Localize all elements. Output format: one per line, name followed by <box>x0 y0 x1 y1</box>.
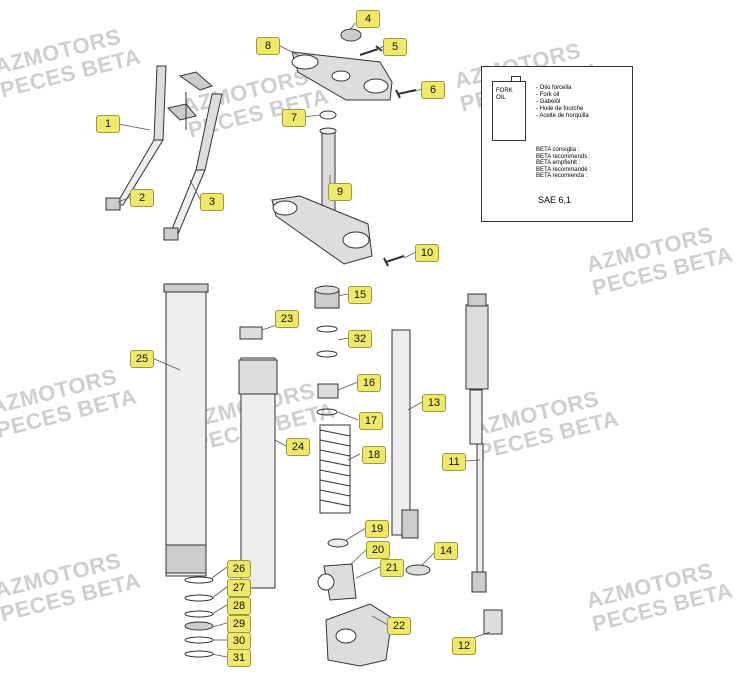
spring-icon <box>319 424 351 514</box>
oil-type-list: - Olio forcella - Fork oil - Gabelöl - H… <box>536 85 589 120</box>
recommendation-list: BETA consiglia : BETA recommends : BETA … <box>536 147 591 180</box>
bolt-icon <box>383 255 405 267</box>
callout-22[interactable]: 22 <box>387 617 411 635</box>
bushing-icon <box>239 326 263 340</box>
callout-3[interactable]: 3 <box>200 193 224 211</box>
fork-leg-small-icon <box>105 65 167 211</box>
callout-17[interactable]: 17 <box>359 412 383 430</box>
callout-7[interactable]: 7 <box>282 109 306 127</box>
callout-19[interactable]: 19 <box>365 520 389 538</box>
bolt-icon <box>395 89 417 99</box>
callout-15[interactable]: 15 <box>348 286 372 304</box>
leader-lines <box>112 22 491 658</box>
callout-30[interactable]: 30 <box>227 632 251 650</box>
callout-2[interactable]: 2 <box>130 189 154 207</box>
recommendation-line: BETA recommends : <box>536 153 591 160</box>
callout-31[interactable]: 31 <box>227 649 251 667</box>
callout-20[interactable]: 20 <box>366 541 390 559</box>
cap-icon <box>340 28 362 42</box>
callout-32[interactable]: 32 <box>348 330 372 348</box>
oil-type-line: - Fork oil <box>536 92 560 98</box>
outer-tube-icon <box>163 283 209 577</box>
recommendation-line: BETA recommandé : <box>536 166 591 173</box>
oil-grade: SAE 6,1 <box>538 195 572 205</box>
recommendation-line: BETA consiglia : <box>536 147 580 153</box>
callout-5[interactable]: 5 <box>383 38 407 56</box>
oil-type-line: - Olio forcella <box>536 85 572 91</box>
damper-tube-icon <box>391 329 419 539</box>
oil-can-lid <box>511 76 521 82</box>
ring-icon <box>184 610 214 618</box>
o-ring-icon <box>319 110 337 120</box>
washer-icon <box>316 408 338 416</box>
oil-can-label: FORK OIL <box>496 88 513 102</box>
fork-assembly-small-icon <box>163 71 223 241</box>
ring-icon <box>184 576 214 584</box>
cap-nut-icon <box>314 285 340 309</box>
bolt-icon <box>359 45 383 56</box>
callout-28[interactable]: 28 <box>227 597 251 615</box>
callout-6[interactable]: 6 <box>421 81 445 99</box>
callout-11[interactable]: 11 <box>442 453 466 471</box>
callout-8[interactable]: 8 <box>256 37 280 55</box>
ring-icon <box>184 636 214 644</box>
washer-icon <box>327 538 349 548</box>
callout-21[interactable]: 21 <box>380 559 404 577</box>
callout-18[interactable]: 18 <box>362 446 386 464</box>
valve-icon <box>483 609 503 635</box>
ring-icon <box>405 564 431 576</box>
callout-14[interactable]: 14 <box>434 542 458 560</box>
callout-23[interactable]: 23 <box>275 310 299 328</box>
callout-1[interactable]: 1 <box>96 115 120 133</box>
ring-icon <box>184 650 214 658</box>
callout-4[interactable]: 4 <box>356 10 380 28</box>
callout-13[interactable]: 13 <box>422 394 446 412</box>
callout-9[interactable]: 9 <box>328 183 352 201</box>
callout-27[interactable]: 27 <box>227 579 251 597</box>
cartridge-icon <box>465 293 489 593</box>
callout-12[interactable]: 12 <box>452 637 476 655</box>
callout-26[interactable]: 26 <box>227 560 251 578</box>
ring-icon <box>316 350 338 358</box>
inner-tube-icon <box>238 357 278 589</box>
upper-triple-clamp-icon <box>291 51 393 101</box>
recommendation-line: BETA empfiehlt : <box>536 160 581 166</box>
oil-can-label-line: FORK <box>496 88 513 94</box>
oil-type-line: - Aceite de horquilla <box>536 113 589 119</box>
callout-29[interactable]: 29 <box>227 615 251 633</box>
oil-can-label-line: OIL <box>496 95 506 101</box>
callout-16[interactable]: 16 <box>357 374 381 392</box>
ring-icon <box>316 325 338 333</box>
ring-icon <box>184 621 214 631</box>
caliper-bracket-icon <box>325 603 393 667</box>
axle-clamp-icon <box>317 563 357 601</box>
recommendation-line: BETA recomienda : <box>536 173 588 179</box>
callout-10[interactable]: 10 <box>415 244 439 262</box>
spacer-icon <box>317 383 339 399</box>
oil-type-line: - Huile de fourche <box>536 106 584 112</box>
oil-can-icon: FORK OIL <box>492 76 526 141</box>
ring-icon <box>184 594 214 602</box>
lower-triple-clamp-icon <box>271 127 373 265</box>
callout-25[interactable]: 25 <box>130 350 154 368</box>
oil-recommendation-box: FORK OIL - Olio forcella - Fork oil - Ga… <box>481 66 633 222</box>
callout-24[interactable]: 24 <box>286 438 310 456</box>
oil-type-line: - Gabelöl <box>536 99 561 105</box>
